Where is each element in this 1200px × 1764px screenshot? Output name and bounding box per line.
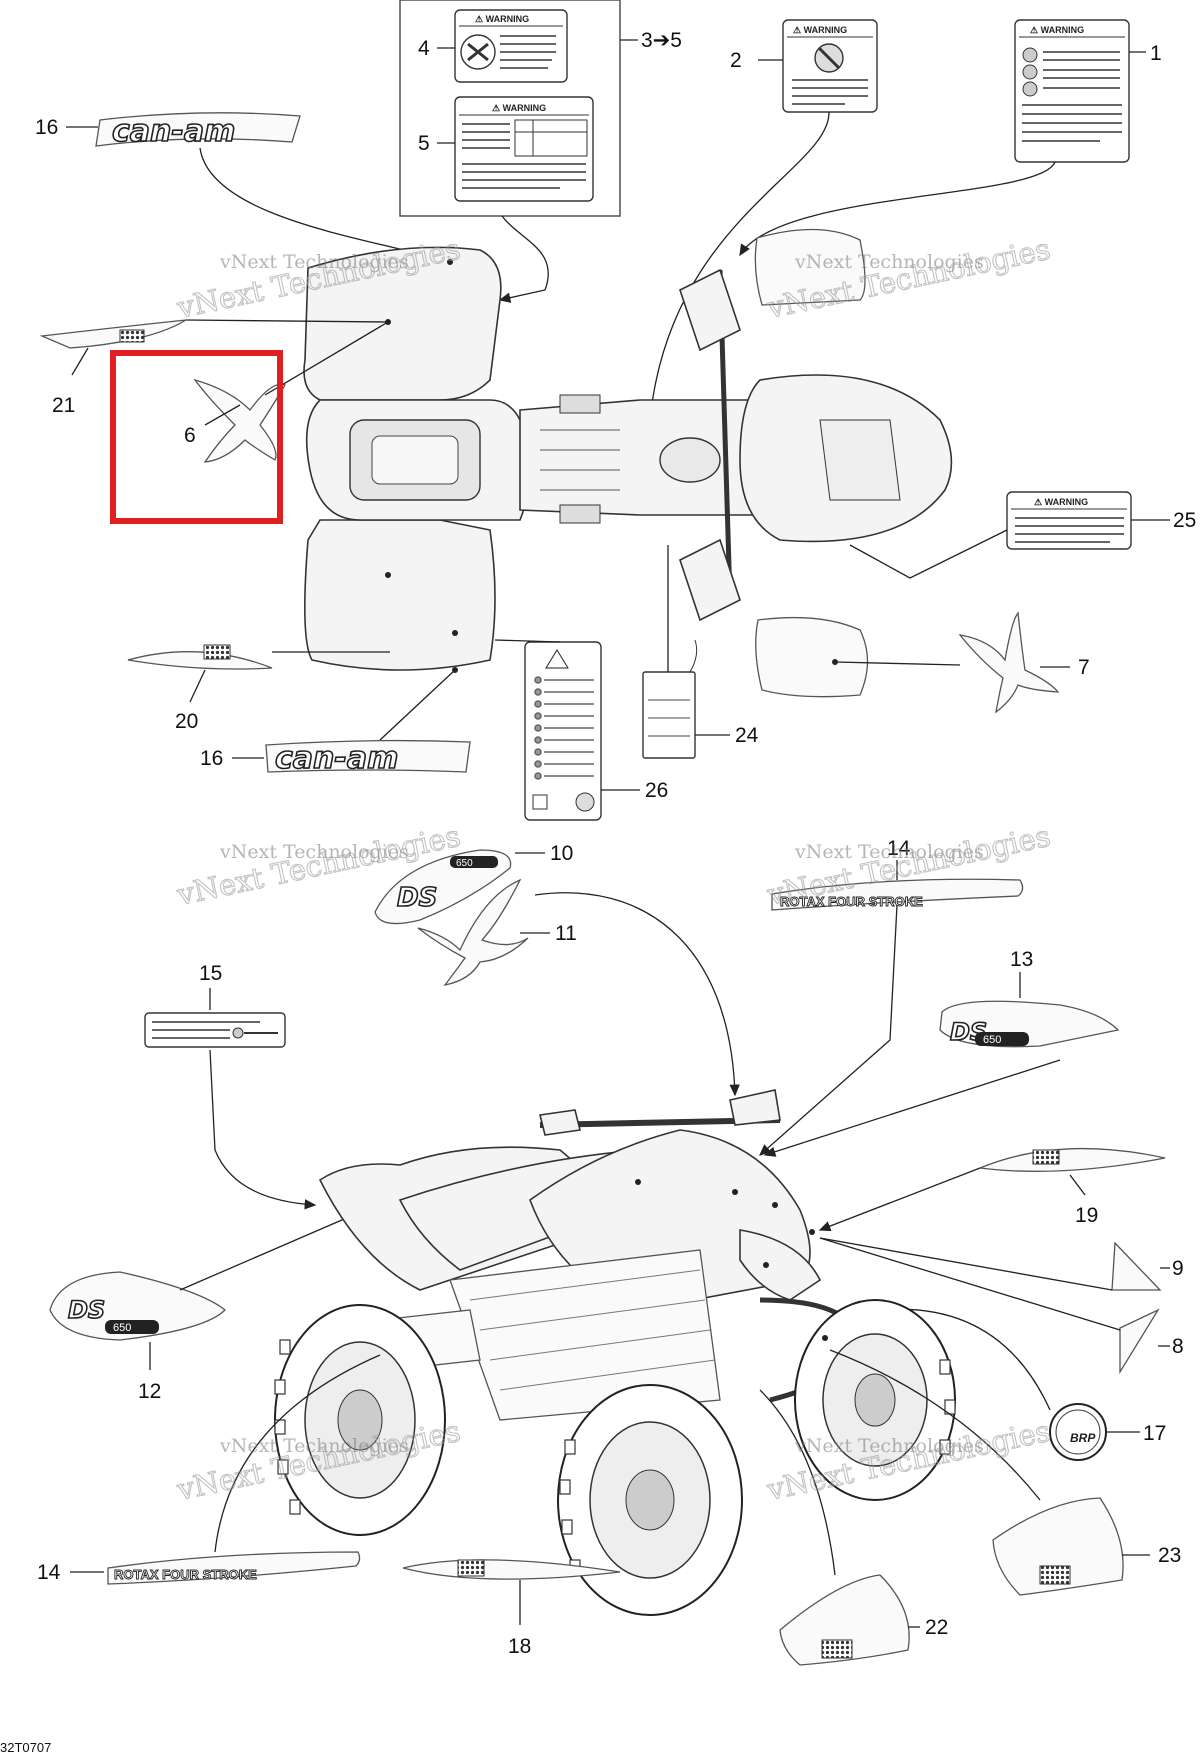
callout-21: 21 (52, 394, 75, 417)
callout-11: 11 (555, 922, 577, 945)
callout-10: 10 (550, 842, 573, 865)
warning-label-2[interactable]: ⚠ WARNING (782, 19, 878, 113)
callout-9: 9 (1172, 1257, 1184, 1280)
callout-26: 26 (645, 779, 668, 802)
decal-14-rotax-top[interactable]: ROTAX FOUR STROKE (771, 878, 1024, 911)
callout-22: 22 (925, 1616, 948, 1639)
svg-text:vNext Technologies: vNext Technologies (794, 251, 984, 273)
callout-17: 17 (1143, 1422, 1166, 1445)
canam-logo-text: can-am (112, 114, 235, 149)
callout-2: 2 (730, 49, 742, 72)
650-logo-text: 650 (456, 858, 473, 869)
callout-6: 6 (184, 424, 196, 447)
rotax-logo-text: ROTAX FOUR STROKE (780, 894, 923, 909)
warning-label-25[interactable]: ⚠ WARNING (1006, 491, 1132, 550)
decal-23[interactable] (992, 1497, 1124, 1596)
svg-text:vNext Technologies: vNext Technologies (219, 251, 409, 273)
warning-header-text: ⚠ WARNING (492, 103, 546, 113)
callout-19: 19 (1075, 1204, 1098, 1227)
callout-20: 20 (175, 710, 198, 733)
callout-8: 8 (1172, 1335, 1184, 1358)
callout-13: 13 (1010, 948, 1033, 971)
decal-10-ds650[interactable]: DS 650 (374, 849, 512, 925)
warning-label-4[interactable]: ⚠ WARNING (454, 9, 568, 83)
decal-9[interactable] (1111, 1241, 1162, 1291)
svg-text:vNext Technologies: vNext Technologies (794, 841, 984, 863)
callout-23: 23 (1158, 1544, 1181, 1567)
svg-text:vNext Technologies: vNext Technologies (219, 1435, 409, 1457)
decal-22[interactable] (779, 1574, 910, 1666)
decal-7-x-logo[interactable] (958, 611, 1060, 714)
decal-19[interactable] (977, 1147, 1166, 1172)
tag-24-hang-tag[interactable] (642, 639, 698, 759)
callout-4: 4 (418, 37, 430, 60)
decal-6-x-logo[interactable] (193, 378, 286, 463)
callout-14a: 14 (887, 837, 911, 860)
callout-5: 5 (418, 132, 430, 155)
label-26-safety-card[interactable] (524, 641, 602, 821)
callout-7: 7 (1078, 656, 1090, 679)
warning-label-1[interactable]: ⚠ WARNING (1014, 19, 1130, 163)
decal-11-x-logo[interactable] (417, 878, 529, 986)
callout-12: 12 (138, 1380, 161, 1403)
warning-header-text: ⚠ WARNING (475, 14, 529, 24)
callout-25: 25 (1173, 509, 1196, 532)
svg-text:vNext Technologies: vNext Technologies (794, 1435, 984, 1457)
decal-13-ds650[interactable]: DS 650 (939, 1000, 1120, 1048)
warning-header-text: ⚠ WARNING (1030, 25, 1084, 35)
selection-highlight-box (110, 350, 283, 524)
svg-text:vNext Technologies: vNext Technologies (219, 841, 409, 863)
brp-logo-text: BRP (1070, 1431, 1096, 1445)
650-logo-text: 650 (113, 1322, 131, 1334)
decal-20[interactable] (127, 644, 273, 670)
callout-1: 1 (1150, 42, 1162, 65)
warning-header-text: ⚠ WARNING (1034, 497, 1088, 507)
callout-15: 15 (199, 962, 222, 985)
label-group-frame (399, 0, 621, 217)
atv-three-quarter-view (274, 1089, 956, 1616)
decal-14-rotax-bottom[interactable]: ROTAX FOUR STROKE (107, 1551, 361, 1585)
callout-16a: 16 (35, 116, 58, 139)
warning-header-text: ⚠ WARNING (793, 25, 847, 35)
decal-16-canam-top[interactable]: can-am (95, 112, 301, 150)
ds-logo-text: DS (68, 1296, 105, 1324)
callout-16b: 16 (200, 747, 223, 770)
callout-3-to-5: 3➔5 (641, 29, 682, 52)
atv-top-view (303, 228, 953, 698)
decal-8[interactable] (1119, 1308, 1160, 1375)
canam-logo-text: can-am (275, 741, 398, 776)
document-id: 32T0707 (0, 1740, 51, 1755)
decal-21[interactable] (39, 319, 187, 349)
rotax-logo-text: ROTAX FOUR STROKE (114, 1567, 257, 1582)
decal-18[interactable] (402, 1559, 621, 1580)
label-15-info[interactable] (144, 1012, 286, 1048)
callout-18: 18 (508, 1635, 531, 1658)
callout-24: 24 (735, 724, 759, 747)
decal-17-brp-badge[interactable]: BRP (1049, 1403, 1107, 1461)
decal-16-canam-bottom[interactable]: can-am (265, 739, 471, 777)
warning-label-5[interactable]: ⚠ WARNING (454, 96, 594, 202)
callout-14b: 14 (37, 1561, 61, 1584)
ds-logo-text: DS (397, 883, 437, 913)
650-logo-text: 650 (983, 1034, 1001, 1046)
